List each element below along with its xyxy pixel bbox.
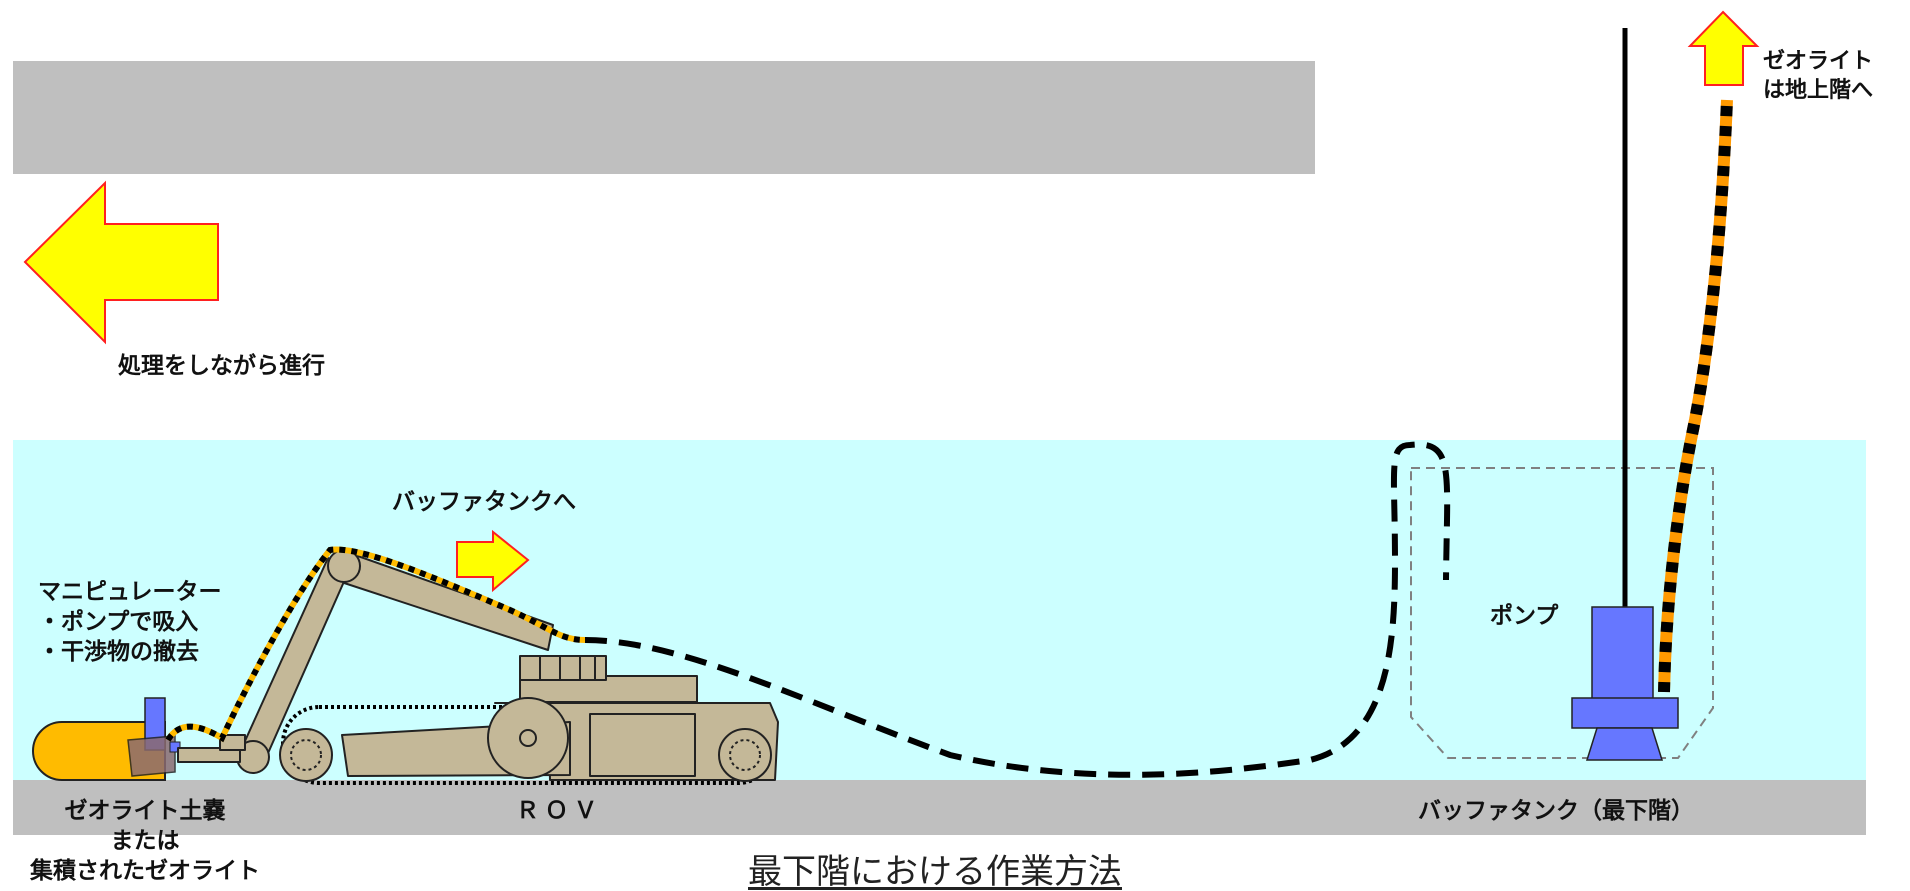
zeolite-up-line-1: ゼオライト [1763,49,1874,74]
zeolite-up-arrow-icon [1687,10,1760,86]
zeolite-up-label: ゼオライト は地上階へ [1763,48,1873,105]
rov-suction-hose [165,546,586,743]
manipulator-label: マニピュレーター ・ポンプで吸入 ・干渉物の撤去 [38,578,222,668]
zeolite-bag-label: ゼオライト土嚢 または 集積されたゼオライト [0,797,290,887]
advance-arrow-icon [23,180,219,345]
pump-icon [1571,606,1679,761]
zeolite-bag-icon [32,697,181,781]
transfer-hose [584,441,1451,778]
rov-label: ＲＯＶ [516,798,603,824]
page-title: 最下階における作業方法 [748,852,1122,891]
floor-slab [13,780,1866,835]
zeolite-bag-line-2: または [110,827,180,854]
ceiling-slab [13,61,1315,174]
rov-icon [177,549,779,785]
zeolite-up-line-2: は地上階へ [1763,77,1874,103]
advance-label: 処理をしながら進行 [118,353,325,379]
pump-label: ポンプ [1490,603,1559,629]
zeolite-bag-line-1: ゼオライト土嚢 [64,798,226,824]
zeolite-bag-line-3: 集積されたゼオライト [30,857,260,884]
buffer-tank-label: バッファタンク（最下階） [1418,798,1694,824]
manipulator-line-2: ・ポンプで吸入 [38,608,199,635]
discharge-hose [1658,99,1733,693]
to-buffer-tank-label: バッファタンクへ [392,489,576,515]
to-buffer-arrow-icon [456,529,530,593]
manipulator-line-3: ・干渉物の撤去 [38,638,199,665]
buffer-tank-outline [1410,467,1714,759]
manipulator-line-1: マニピュレーター [38,579,222,605]
